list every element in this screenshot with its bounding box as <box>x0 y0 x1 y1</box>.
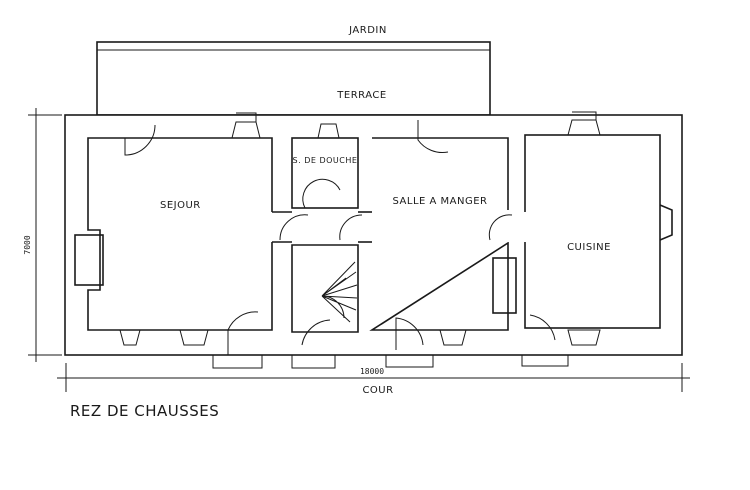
garden-label: JARDIN <box>348 25 387 36</box>
dimension-width <box>57 363 690 392</box>
dimension-depth <box>28 108 62 362</box>
terrace <box>96 41 491 116</box>
dining-label: SALLE A MANGER <box>393 196 488 207</box>
courtyard-label: COUR <box>362 385 393 396</box>
plan-title: REZ DE CHAUSSES <box>70 402 219 420</box>
room-sejour <box>87 137 273 331</box>
staircase <box>321 261 358 323</box>
room-shower <box>291 137 359 209</box>
depth-dimension: 7000 <box>23 235 32 254</box>
windows <box>119 111 601 346</box>
fireplace <box>74 234 104 286</box>
sejour-label: SEJOUR <box>160 200 201 211</box>
terrace-label: TERRACE <box>336 90 386 101</box>
kitchen-label: CUISINE <box>567 242 611 253</box>
shower-label: S. DE DOUCHE <box>293 156 358 165</box>
kitchen-window <box>659 204 673 241</box>
stair-hall <box>291 244 359 333</box>
dining-fireplace <box>492 257 517 314</box>
doors <box>124 120 569 369</box>
room-kitchen <box>524 134 661 329</box>
width-dimension: 18000 <box>360 367 384 376</box>
